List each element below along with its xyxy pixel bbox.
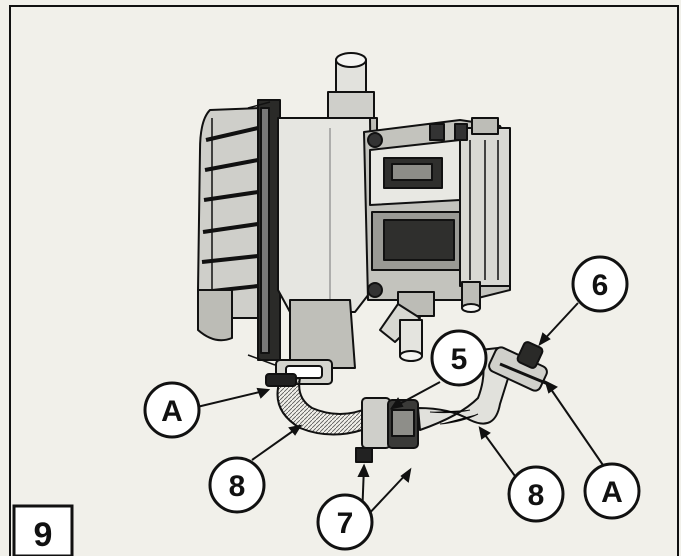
connector-fitting: [355, 397, 419, 463]
figure-number-box: 9: [12, 504, 74, 556]
callout-8-right: 8: [507, 465, 565, 523]
callout-6: 6: [571, 255, 629, 313]
engine-assembly: [197, 52, 511, 385]
callout-8-left: 8: [208, 456, 266, 514]
callout-8-right-label: 8: [528, 479, 545, 512]
callout-7: 7: [316, 493, 374, 551]
callout-8-left-label: 8: [229, 470, 246, 503]
lower-bracket: [197, 289, 233, 342]
left-hose-clamp: [265, 373, 297, 387]
callout-A-right: A: [583, 462, 641, 520]
finned-housing: [197, 99, 281, 366]
callout-A-left: A: [143, 381, 201, 439]
callout-5: 5: [430, 329, 488, 387]
figure-number: 9: [34, 516, 53, 554]
leader-lines: [196, 302, 606, 519]
hose-assembly: [265, 341, 549, 463]
callout-6-label: 6: [592, 269, 609, 302]
figure-frame: [9, 5, 679, 556]
lower-outlets: [379, 281, 481, 362]
callout-A-left-label: A: [161, 395, 183, 428]
right-hose-clamp: [488, 341, 549, 392]
carburetor-block: [363, 117, 511, 301]
central-body: [275, 117, 373, 385]
callout-A-right-label: A: [601, 476, 623, 509]
callout-5-label: 5: [451, 343, 468, 376]
fitting-clip-lower: [355, 447, 373, 463]
callout-7-label: 7: [337, 507, 354, 540]
